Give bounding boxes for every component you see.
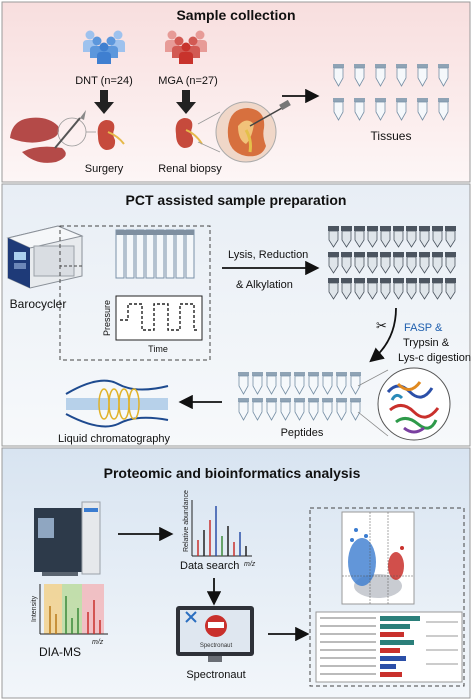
down-arrow-icon — [94, 90, 114, 114]
relative-abundance-label: Relative abundance — [183, 490, 190, 552]
data-search-label: Data search — [180, 560, 239, 572]
barocycler-label: Barocycler — [10, 297, 67, 311]
results-box — [309, 507, 465, 687]
kidney-tissue-slices-icon — [10, 117, 66, 163]
barocycler-icon — [6, 225, 84, 289]
pressure-axis-label: Pressure — [102, 300, 112, 336]
kidney-icon — [97, 120, 125, 150]
tissues-label: Tissues — [371, 129, 412, 143]
mass-spectrometer-icon — [34, 501, 101, 576]
biopsy-needle-icon — [249, 99, 291, 127]
peptide-strands-icon — [377, 367, 451, 441]
lysis-line2: & Alkylation — [236, 279, 293, 291]
surgery-label: Surgery — [85, 163, 124, 175]
dia-ms-label: DIA-MS — [39, 645, 81, 659]
dnt-group-label: DNT (n=24) — [75, 75, 133, 87]
lc-label: Liquid chromatography — [58, 433, 170, 445]
panel3-title: Proteomic and bioinformatics analysis — [104, 465, 361, 481]
kidney-biopsy-zoom-icon — [215, 101, 277, 163]
pct-tubes — [115, 229, 195, 279]
kidney-icon — [175, 118, 203, 148]
panel2-title: PCT assisted sample preparation — [126, 192, 347, 208]
lysc-label: Lys-c digestion — [398, 352, 471, 364]
fasp-label: FASP & — [404, 322, 443, 334]
scalpel-icon — [54, 110, 86, 149]
pressure-curve — [120, 303, 198, 331]
enrichment-bar-chart — [315, 611, 463, 683]
panel1-title: Sample collection — [176, 7, 295, 23]
dia-ms-spectrum — [39, 584, 108, 635]
data-search-spectrum — [191, 500, 252, 557]
dia-mz-label: m/z — [92, 639, 104, 646]
pct-detail-box — [59, 225, 211, 361]
scissors-icon: ✂ — [376, 318, 387, 333]
mga-group-label: MGA (n=27) — [158, 75, 218, 87]
liquid-chromatography-icon — [65, 379, 169, 428]
spectronaut-label: Spectronaut — [186, 669, 245, 681]
time-axis-label: Time — [148, 344, 168, 354]
spectronaut-software-icon — [176, 606, 254, 662]
intensity-axis-label: Intensity — [31, 595, 38, 622]
pressure-plot — [115, 295, 203, 341]
volcano-plot — [341, 511, 415, 605]
peptides-label: Peptides — [281, 427, 324, 439]
trypsin-label: Trypsin & — [403, 337, 450, 349]
lysis-line1: Lysis, Reduction — [228, 249, 308, 261]
down-arrow-icon — [176, 90, 196, 114]
renal-biopsy-label: Renal biopsy — [158, 163, 222, 175]
arrow-to-digestion — [369, 307, 397, 363]
data-search-mz-label: m/z — [244, 561, 256, 568]
spectronaut-logo-text: Spectronaut — [200, 643, 233, 649]
